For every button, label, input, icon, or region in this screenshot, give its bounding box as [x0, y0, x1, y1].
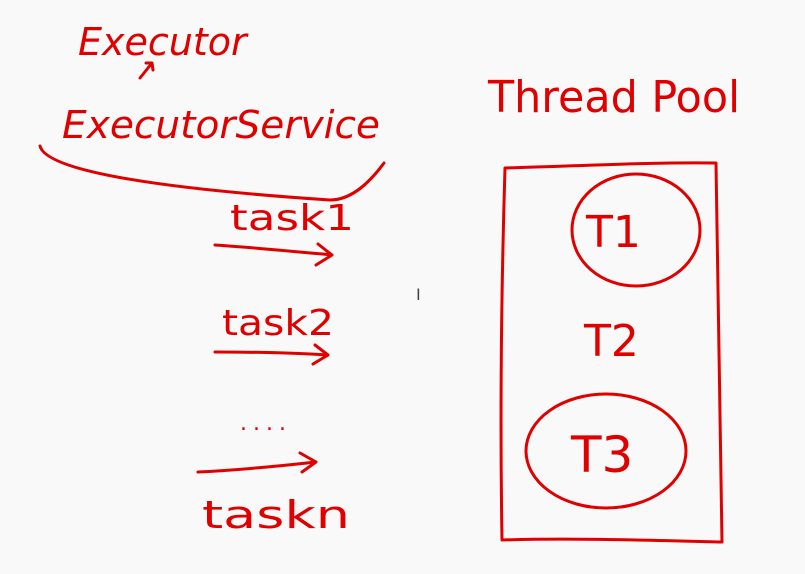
task2-label: task2 — [222, 303, 334, 344]
executor-service-label: ExecutorService — [62, 103, 380, 147]
thread-pool-box — [499, 161, 724, 544]
task2-arrow — [213, 343, 330, 366]
thread-t3-label: T3 — [570, 426, 633, 484]
taskn-arrow — [196, 451, 318, 474]
thread-t2-label: T2 — [583, 316, 639, 367]
text-cursor-icon: I — [416, 285, 421, 304]
executor-label: Executor — [78, 20, 249, 64]
inheritance-arrow — [138, 61, 155, 80]
thread-t1-circle — [570, 172, 702, 288]
task1-arrow — [213, 242, 334, 267]
thread-pool-title: Thread Pool — [487, 72, 740, 123]
thread-t1-label: T1 — [585, 207, 641, 258]
ellipsis-label: .... — [240, 411, 292, 436]
taskn-label: taskn — [202, 493, 350, 537]
task1-label: task1 — [230, 198, 354, 239]
thread-t3-circle — [524, 392, 688, 510]
executor-service-bracket — [38, 144, 386, 202]
